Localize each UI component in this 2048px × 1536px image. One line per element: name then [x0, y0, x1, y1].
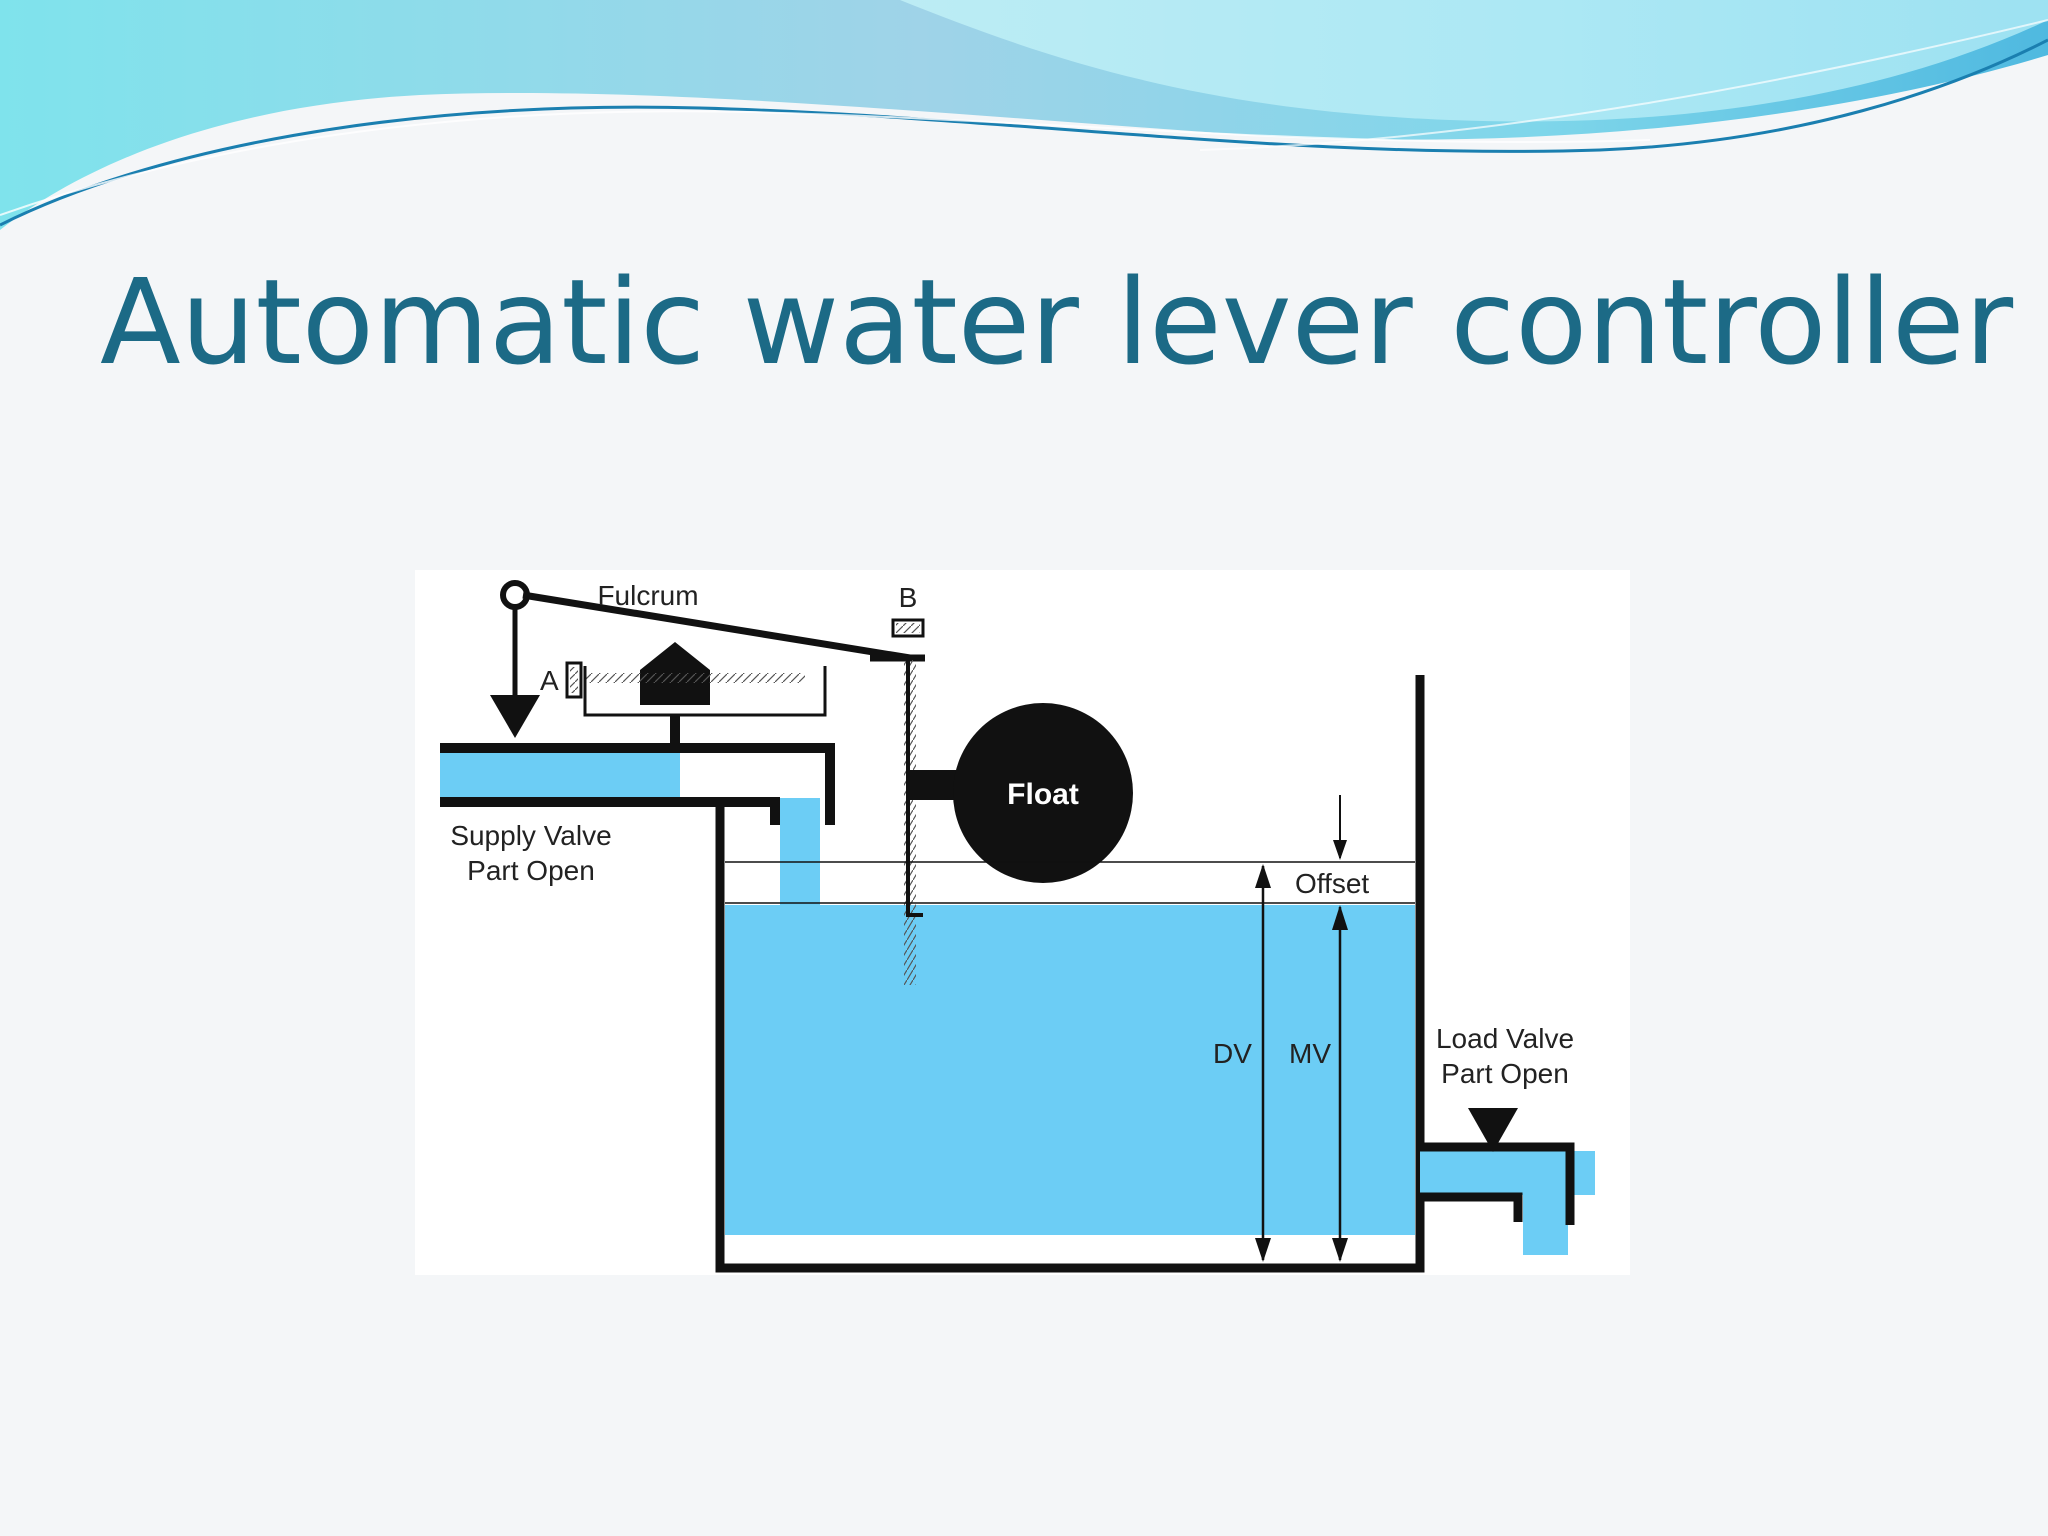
mv-arrowhead-top: [1332, 905, 1348, 930]
offset-arrowhead: [1333, 840, 1347, 860]
header-wave-decoration: [0, 0, 2048, 230]
dv-arrowhead-top: [1255, 864, 1271, 888]
supply-pipe-down-water: [780, 798, 820, 908]
fulcrum-bracket: [583, 666, 827, 717]
load-valve-label-line1: Load Valve: [1436, 1023, 1574, 1054]
lever-arm: [522, 591, 911, 662]
supply-pipe-bottom-wall: [440, 797, 780, 825]
fulcrum-label: Fulcrum: [597, 580, 698, 611]
load-pipe-top-wall: [1420, 1142, 1575, 1225]
supply-pipe-water: [440, 753, 680, 798]
dv-label: DV: [1213, 1038, 1252, 1069]
load-valve-icon: [1468, 1108, 1518, 1152]
supply-valve-icon: [490, 695, 540, 738]
offset-label: Offset: [1295, 868, 1369, 899]
fulcrum-stem: [670, 715, 680, 748]
float-rod: [906, 658, 923, 917]
load-pipe-down-water: [1523, 1195, 1568, 1255]
point-a-label: A: [540, 665, 559, 696]
float-icon: [953, 703, 1133, 883]
mv-arrowhead-bottom: [1332, 1238, 1348, 1262]
point-b-label: B: [899, 582, 918, 613]
tank-water: [725, 905, 1415, 1235]
supply-valve-label-line1: Supply Valve: [450, 820, 611, 851]
supply-pipe-top-wall: [440, 743, 835, 825]
slide-title: Automatic water lever controller: [100, 253, 2014, 391]
dv-arrowhead-bottom: [1255, 1238, 1271, 1262]
water-level-controller-diagram: Float Offset DV MV Fulcrum A B Supply Va…: [415, 570, 1630, 1275]
float-label: Float: [1007, 778, 1079, 811]
load-pipe-bottom-wall: [1420, 1192, 1523, 1222]
point-a-hatch: [570, 667, 578, 693]
load-valve-label-line2: Part Open: [1441, 1058, 1569, 1089]
supply-valve-label-line2: Part Open: [467, 855, 595, 886]
point-b-hatch: [896, 623, 920, 633]
mv-label: MV: [1289, 1038, 1331, 1069]
tank-walls: [715, 675, 1425, 1273]
fulcrum-bracket-hatch: [585, 673, 805, 683]
